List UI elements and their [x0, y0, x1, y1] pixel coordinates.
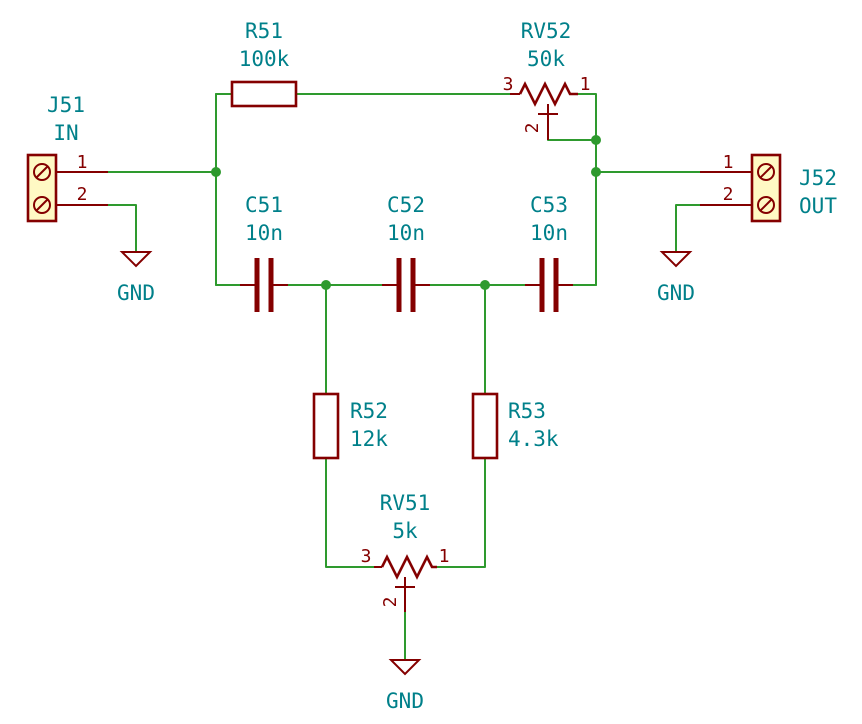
rv52-pin2-number: 2	[522, 123, 543, 134]
resistor-r51[interactable]: R51 100k	[230, 19, 298, 108]
j51-pin1-number: 1	[77, 152, 88, 173]
j51-pin2-number: 2	[77, 184, 88, 205]
j52-value: OUT	[799, 194, 837, 218]
rv52-pin3-number: 3	[503, 74, 514, 95]
wire-j51-pin2-gnd	[107, 204, 137, 253]
rv51-value: 5k	[392, 519, 418, 543]
gnd-label: GND	[657, 281, 695, 305]
rv52-value: 50k	[527, 47, 565, 71]
c52-value: 10n	[387, 221, 425, 245]
r52-value: 12k	[350, 427, 388, 451]
r53-value: 4.3k	[508, 427, 559, 451]
wire-rv52-pin1	[577, 93, 597, 286]
gnd-symbol-left: GND	[117, 251, 155, 305]
junction-dot	[591, 167, 601, 177]
wire-r53-rv51	[436, 457, 486, 568]
resistor-r52[interactable]: R52 12k	[312, 392, 388, 460]
c51-value: 10n	[245, 221, 283, 245]
capacitor-c52[interactable]: C52 10n	[382, 193, 430, 312]
gnd-label: GND	[117, 281, 155, 305]
resistor-r53[interactable]: R53 4.3k	[471, 392, 559, 460]
wire-j52-pin2-gnd	[675, 204, 731, 253]
junction-dot	[211, 167, 221, 177]
potentiometer-rv52[interactable]: RV52 50k 3 1 2	[503, 19, 591, 140]
capacitor-c51[interactable]: C51 10n	[240, 193, 288, 312]
rv51-pin3-number: 3	[361, 546, 372, 567]
gnd-symbol-bottom: GND	[386, 659, 424, 713]
c51-ref: C51	[245, 193, 283, 217]
capacitor-c53[interactable]: C53 10n	[525, 193, 573, 312]
c53-ref: C53	[530, 193, 568, 217]
junction-dot	[591, 135, 601, 145]
j52-ref: J52	[799, 166, 837, 190]
r51-ref: R51	[245, 19, 283, 43]
ground-icon	[388, 659, 422, 676]
rv52-pin1-number: 1	[580, 74, 591, 95]
c53-value: 10n	[530, 221, 568, 245]
junctions	[211, 135, 601, 290]
j51-value: IN	[53, 121, 78, 145]
j51-ref: J51	[47, 93, 85, 117]
c52-ref: C52	[387, 193, 425, 217]
potentiometer-rv51[interactable]: RV51 5k 3 1 2	[361, 491, 450, 612]
rv51-ref: RV51	[380, 491, 431, 515]
rv51-pin2-number: 2	[380, 597, 401, 608]
j52-pin1-number: 1	[723, 152, 734, 173]
junction-dot	[321, 280, 331, 290]
wire-r52-rv51	[325, 457, 375, 568]
rv52-ref: RV52	[521, 19, 572, 43]
gnd-symbol-right: GND	[657, 251, 695, 305]
r53-ref: R53	[508, 399, 546, 423]
rv51-pin1-number: 1	[439, 546, 450, 567]
connector-j51[interactable]: J51 IN 1 2	[26, 93, 108, 223]
r51-value: 100k	[239, 47, 290, 71]
ground-icon	[119, 251, 153, 268]
gnd-label: GND	[386, 689, 424, 713]
j52-pin2-number: 2	[723, 184, 734, 205]
junction-dot	[480, 280, 490, 290]
r52-ref: R52	[350, 399, 388, 423]
ground-icon	[659, 251, 693, 268]
connector-j52[interactable]: J52 OUT 1 2	[700, 152, 837, 223]
wires	[107, 93, 731, 661]
